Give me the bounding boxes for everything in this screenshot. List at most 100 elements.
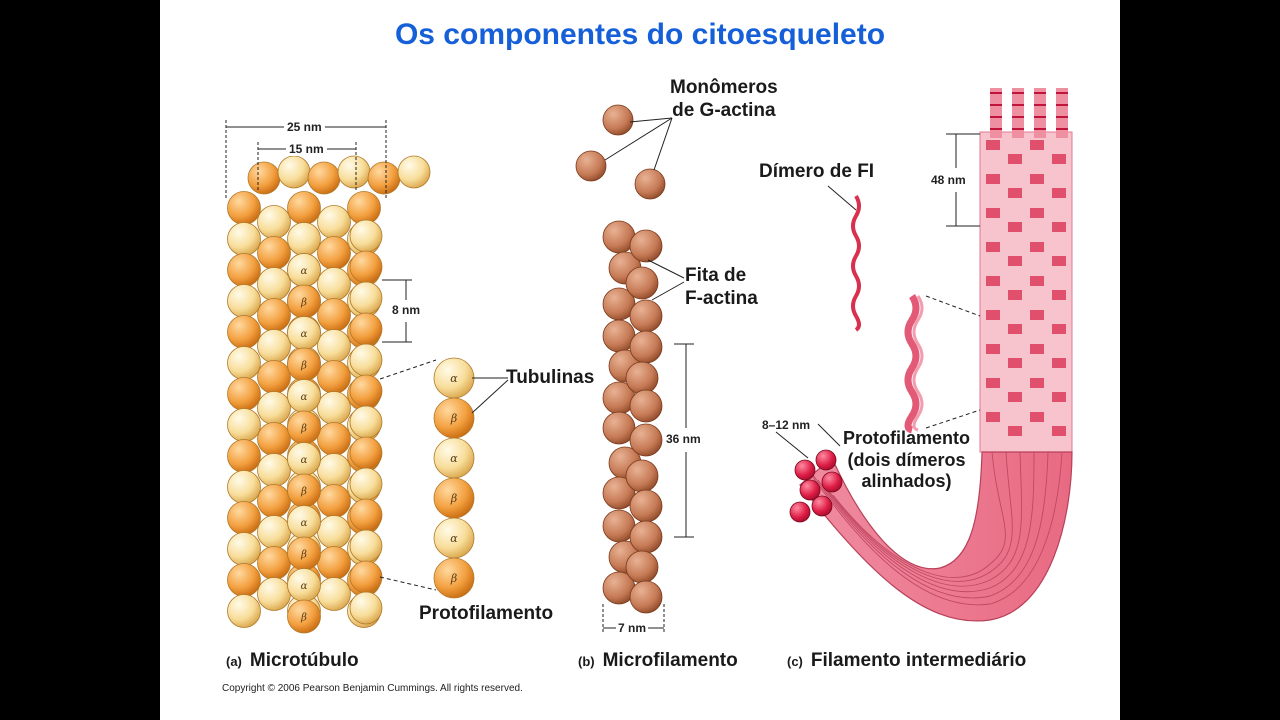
tubulin-subunit: [227, 594, 261, 628]
if-dimer-block: [986, 412, 1000, 422]
alpha-symbol: α: [301, 329, 308, 340]
tubulin-subunit: [227, 408, 261, 442]
if-band: [1012, 128, 1024, 130]
tubulin-subunit: [367, 161, 401, 195]
tubulin-subunit: [227, 439, 261, 473]
dim-guide: [817, 423, 841, 447]
if-band: [990, 128, 1002, 130]
if-dimer-block: [1052, 324, 1066, 334]
f-actin-subunit: [625, 459, 659, 493]
tubulin-subunit: [349, 591, 383, 625]
alpha-symbol: α: [301, 392, 308, 403]
dim-8nm: 8 nm: [392, 303, 421, 317]
beta-symbol: β: [450, 492, 457, 505]
tubulin-subunit: [227, 191, 261, 225]
beta-symbol: β: [300, 424, 307, 435]
tubulin-subunit: [317, 484, 351, 518]
f-actin-strand-label: Fita de F-actina: [685, 265, 758, 309]
dimer-pointer: [827, 185, 857, 211]
tubulin-subunit: [257, 515, 291, 549]
if-dimer-block: [1008, 222, 1022, 232]
f-actin-subunit: [629, 489, 663, 523]
caption-c-text: Filamento intermediário: [810, 650, 1027, 671]
tubulin-subunit: [257, 267, 291, 301]
if-dimer-label: Dímero de FI: [759, 161, 875, 182]
if-dimer-block: [1008, 290, 1022, 300]
if-dimer-block: [1052, 222, 1066, 232]
alpha-symbol: α: [301, 455, 308, 466]
if-cable-strand: [827, 451, 1013, 582]
if-dimer-block: [986, 344, 1000, 354]
if-dimer: [851, 194, 861, 332]
dashed-guide: [925, 409, 981, 429]
tubulin-subunit: [349, 436, 383, 470]
alpha-symbol: α: [450, 532, 458, 545]
tubulin-subunit: [347, 191, 381, 225]
caption-b: (b)Microfilamento: [578, 650, 738, 672]
tubulin-subunit: [227, 501, 261, 535]
alpha-symbol: α: [301, 518, 308, 529]
f-actin-subunit: [629, 423, 663, 457]
if-band: [1056, 104, 1068, 106]
tubulin-subunit: [277, 155, 311, 189]
if-top-strand: [990, 88, 1002, 138]
if-top-strand: [1056, 88, 1068, 138]
tubulin-subunit: [317, 298, 351, 332]
f-actin-subunit: [602, 476, 636, 510]
f-actin-subunit: [625, 266, 659, 300]
if-cable-strand: [807, 451, 1063, 606]
if-dimer-block: [1008, 426, 1022, 436]
caption-c: (c)Filamento intermediário: [787, 650, 1026, 672]
f-actin-subunit: [629, 389, 663, 423]
if-dimer-block: [986, 174, 1000, 184]
strand-pointer: [647, 259, 685, 279]
tubulin-subunit: [317, 546, 351, 580]
tubulin-subunit: [227, 253, 261, 287]
if-dimer-block: [986, 208, 1000, 218]
tubulin-subunit: [227, 315, 261, 349]
g-actin-monomer: [575, 150, 607, 182]
if-dimer-block: [1052, 358, 1066, 368]
dim-48nm: 48 nm: [931, 173, 966, 187]
f-actin-subunit: [629, 580, 663, 614]
beta-tubulin: [287, 599, 321, 634]
slide-title: Os componentes do citoesqueleto: [394, 18, 886, 51]
tubulin-subunit: [317, 267, 351, 301]
f-actin-subunit: [629, 330, 663, 364]
tubulin-subunit: [349, 560, 383, 594]
if-band: [1056, 116, 1068, 118]
dim-36nm: 36 nm: [666, 432, 701, 446]
dim-guide: [775, 431, 809, 459]
g-actin-monomer-label: Monômeros de G-actina: [670, 77, 778, 121]
if-cross-section: [789, 501, 811, 523]
copyright: Copyright © 2006 Pearson Benjamin Cummin…: [222, 683, 523, 694]
if-dimer-block: [1052, 188, 1066, 198]
tubulin-subunit: [349, 405, 383, 439]
if-dimer-block: [1008, 256, 1022, 266]
alpha-symbol: α: [450, 452, 458, 465]
if-protofilament: [912, 295, 924, 432]
if-dimer-block: [1030, 174, 1044, 184]
if-dimer-block: [1008, 154, 1022, 164]
if-dimer-block: [1030, 242, 1044, 252]
if-cross-section: [821, 471, 843, 493]
tubulin-subunit: [227, 470, 261, 504]
beta-symbol: β: [300, 298, 307, 309]
if-cable-strand: [832, 451, 1006, 578]
if-dimer-block: [1030, 140, 1044, 150]
microfilament-drawing: [575, 104, 694, 632]
beta-tubulin: [433, 557, 475, 599]
if-dimer-block: [1052, 426, 1066, 436]
monomer-pointer: [653, 117, 673, 171]
if-band: [1056, 128, 1068, 130]
tubulin-subunit: [317, 236, 351, 270]
monomer-pointer: [604, 117, 673, 161]
if-band: [990, 92, 1002, 94]
tubulin-subunit: [257, 205, 291, 239]
if-dimer-block: [1008, 324, 1022, 334]
beta-symbol: β: [450, 572, 457, 585]
caption-a-text: Microtúbulo: [249, 650, 359, 671]
